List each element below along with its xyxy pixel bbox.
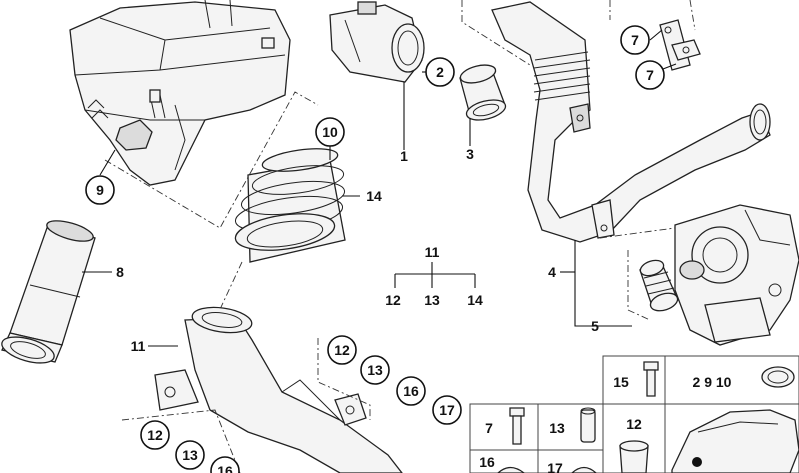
svg-text:12: 12	[626, 416, 642, 432]
svg-text:13: 13	[549, 420, 565, 436]
callout-13-left: 13	[175, 440, 205, 470]
label-11: 11	[131, 338, 146, 354]
svg-text:14: 14	[366, 188, 382, 204]
callout-12-left: 12	[140, 420, 170, 450]
callout-13-right: 13	[360, 355, 390, 385]
svg-text:17: 17	[547, 460, 563, 473]
svg-text:13: 13	[182, 447, 198, 463]
intake-duct	[154, 306, 403, 473]
intake-pipe	[1, 220, 96, 364]
housing-outline	[104, 91, 319, 229]
callout-16-left: 16	[210, 456, 240, 473]
callout-9: 9	[85, 175, 115, 205]
label-5: 5	[591, 318, 599, 334]
label-1: 1	[400, 148, 408, 164]
svg-text:14: 14	[467, 292, 483, 308]
seal-ring	[639, 259, 679, 312]
svg-text:3: 3	[466, 146, 474, 162]
svg-text:9: 9	[96, 182, 104, 198]
leader-9	[99, 149, 116, 176]
svg-text:17: 17	[439, 402, 455, 418]
callout-7-top: 7	[620, 25, 650, 55]
svg-text:15: 15	[613, 374, 629, 390]
rubber-bellows	[234, 148, 346, 263]
svg-text:11: 11	[131, 338, 146, 354]
svg-text:7: 7	[485, 420, 493, 436]
callout-12-right: 12	[327, 335, 357, 365]
svg-text:2 9 10: 2 9 10	[693, 374, 732, 390]
group-11-labels: 11 12 13 14	[385, 244, 483, 308]
svg-text:16: 16	[479, 454, 495, 470]
svg-text:7: 7	[631, 32, 639, 48]
callout-17-right: 17	[432, 395, 462, 425]
svg-text:16: 16	[403, 383, 419, 399]
turbo-outline-lower	[627, 250, 651, 321]
svg-text:12: 12	[385, 292, 401, 308]
group-11	[394, 262, 476, 288]
svg-text:7: 7	[646, 67, 654, 83]
svg-text:11: 11	[425, 244, 440, 260]
duct-outline-top	[461, 0, 531, 66]
air-mass-sensor	[329, 1, 425, 83]
hose-bracket	[659, 19, 701, 71]
bracket-outline-right	[317, 338, 371, 420]
charge-air-hose	[491, 1, 771, 243]
svg-text:12: 12	[147, 427, 163, 443]
svg-text:13: 13	[424, 292, 440, 308]
clamp-ring	[459, 64, 507, 121]
svg-text:12: 12	[334, 342, 350, 358]
callout-2: 2	[425, 57, 455, 87]
svg-text:1: 1	[400, 148, 408, 164]
callout-7-bottom: 7	[635, 60, 665, 90]
bracket-frame	[609, 0, 696, 31]
svg-text:10: 10	[322, 124, 338, 140]
svg-text:13: 13	[367, 362, 383, 378]
label-8: 8	[116, 264, 124, 280]
callout-10: 10	[315, 117, 345, 147]
callout-16-right: 16	[396, 376, 426, 406]
svg-text:8: 8	[116, 264, 124, 280]
turbocharger	[674, 204, 799, 346]
label-14: 14	[366, 188, 382, 204]
svg-text:4: 4	[548, 264, 556, 280]
leader-4	[574, 240, 632, 327]
bellows-axis	[214, 261, 243, 321]
svg-text:5: 5	[591, 318, 599, 334]
svg-text:16: 16	[217, 463, 233, 473]
box-part-drawings	[497, 361, 799, 473]
label-4: 4	[548, 264, 556, 280]
bracket-outline-left	[121, 409, 241, 473]
leader-7a	[649, 29, 663, 41]
svg-text:2: 2	[436, 64, 444, 80]
box-labels: 15 2 9 10 7 13 12 16 17	[479, 374, 731, 473]
label-3: 3	[466, 146, 474, 162]
air-filter-housing	[69, 0, 291, 186]
